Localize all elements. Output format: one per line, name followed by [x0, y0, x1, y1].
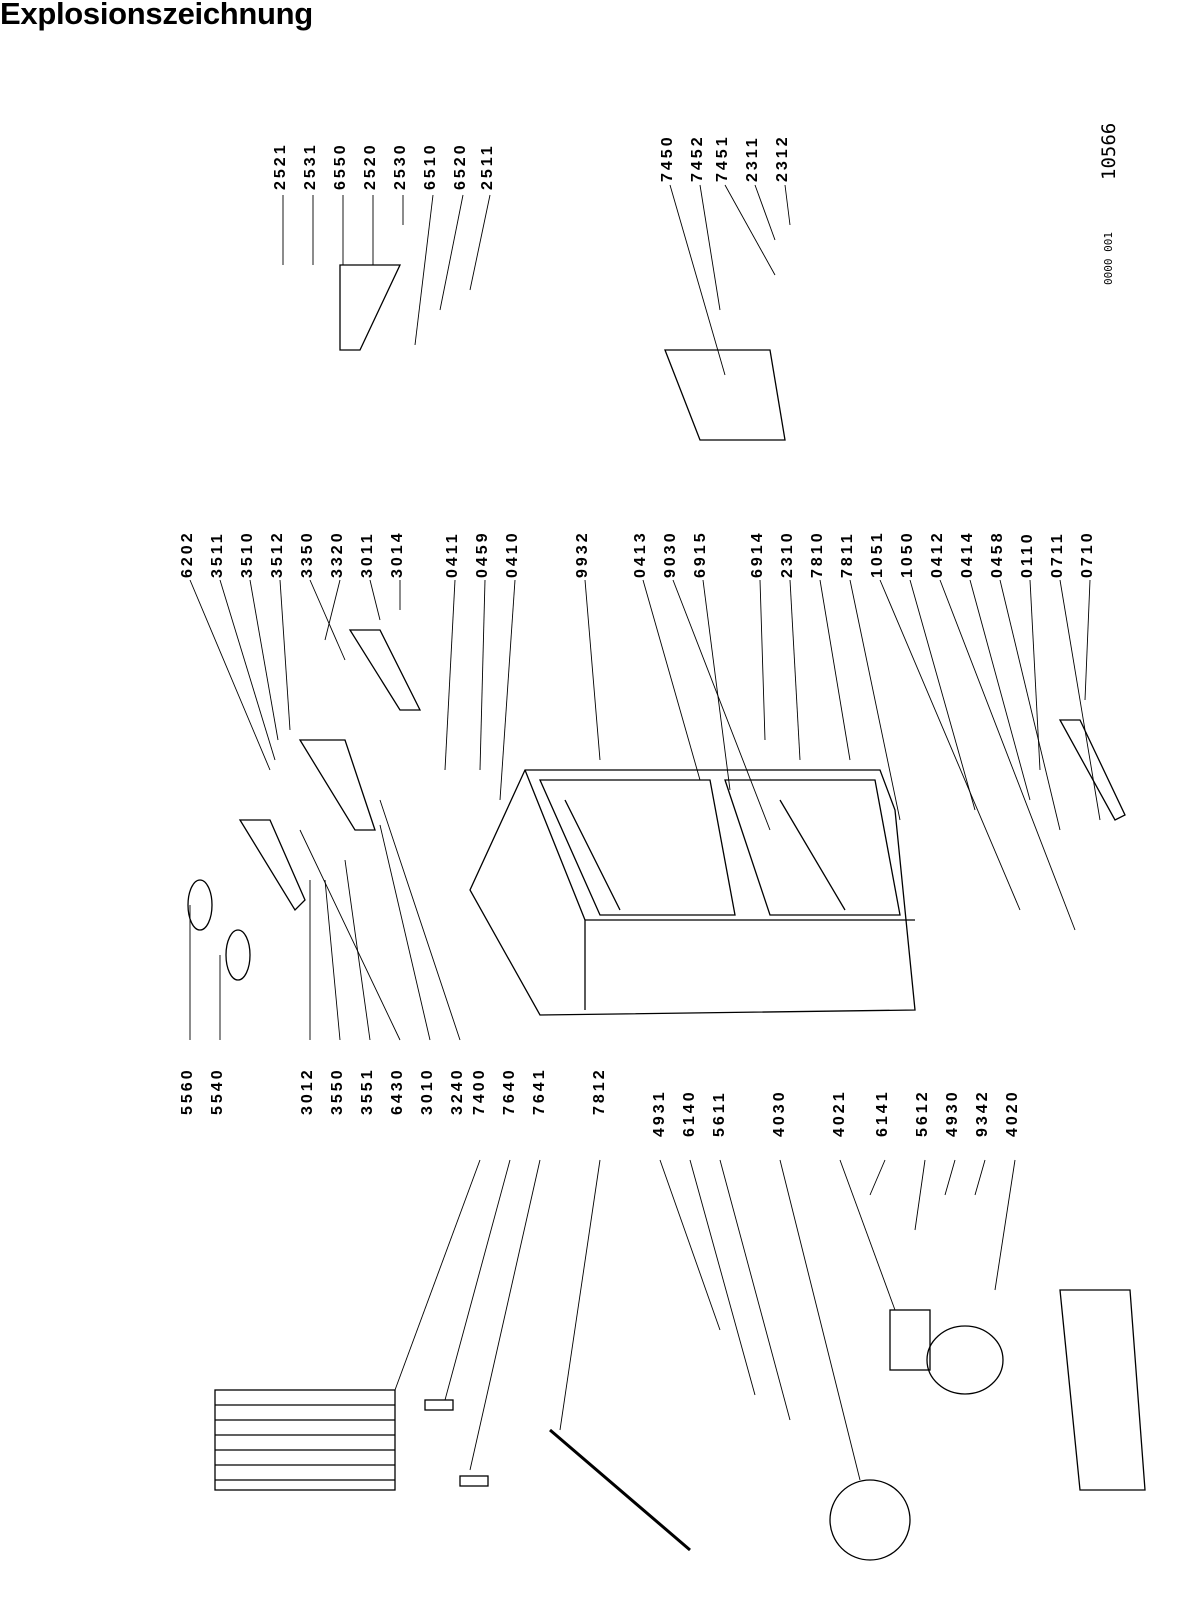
part-label: 4931	[651, 1089, 668, 1137]
drawing-number: 10566	[1098, 122, 1120, 180]
part-label: 6550	[332, 142, 349, 190]
page-title: Explosionszeichnung	[0, 0, 313, 31]
thermostat-housing	[339, 264, 402, 351]
part-label: 3350	[299, 530, 316, 578]
capillary-tube	[549, 1428, 691, 1552]
part-label: 2521	[272, 142, 289, 190]
dryer-filter	[459, 1475, 489, 1487]
hinge-spring	[187, 879, 213, 931]
part-label: 2511	[479, 143, 496, 190]
part-label: 6141	[874, 1089, 891, 1137]
compressor	[829, 1479, 911, 1561]
cabinet-body	[469, 769, 916, 1016]
part-label: 4030	[771, 1089, 788, 1137]
part-label: 3012	[299, 1067, 316, 1115]
part-label: 2530	[392, 142, 409, 190]
part-label: 9342	[974, 1089, 991, 1137]
light-housing	[348, 629, 422, 711]
part-label: 3510	[239, 530, 256, 578]
part-label: 7451	[714, 134, 731, 182]
part-label: 6914	[749, 530, 766, 578]
part-label: 3014	[389, 530, 406, 578]
part-label: 7640	[501, 1067, 518, 1115]
part-label: 7812	[591, 1067, 608, 1115]
part-label: 6915	[692, 530, 709, 578]
part-label: 2311	[744, 135, 761, 182]
part-label: 6430	[389, 1067, 406, 1115]
part-label: 7811	[839, 531, 856, 578]
part-label: 5560	[179, 1067, 196, 1115]
part-label: 9030	[662, 530, 679, 578]
part-label: 3010	[419, 1067, 436, 1115]
part-label: 0412	[929, 530, 946, 578]
part-label: 0458	[989, 530, 1006, 578]
part-label: 1050	[899, 530, 916, 578]
part-label: 0711	[1049, 531, 1066, 578]
part-label: 3551	[359, 1067, 376, 1115]
part-label: 3240	[449, 1067, 466, 1115]
part-label: 6510	[422, 142, 439, 190]
dryer-filter	[424, 1399, 454, 1411]
part-label: 6202	[179, 530, 196, 578]
part-label: 3512	[269, 530, 286, 578]
part-label: 2520	[362, 142, 379, 190]
part-label: 3011	[359, 531, 376, 578]
part-label: 5612	[914, 1089, 931, 1137]
part-label: 3550	[329, 1067, 346, 1115]
condenser-plate	[664, 349, 786, 441]
drawing-code: 0000 001	[1102, 232, 1115, 285]
part-label: 0110	[1019, 531, 1036, 578]
part-label: 5611	[711, 1090, 728, 1137]
part-label: 4020	[1004, 1089, 1021, 1137]
part-label: 0459	[474, 530, 491, 578]
lamp-cover	[238, 819, 306, 912]
part-label: 4930	[944, 1089, 961, 1137]
part-label: 0413	[632, 530, 649, 578]
part-label: 2312	[774, 134, 791, 182]
part-label: 2310	[779, 530, 796, 578]
part-label: 9932	[574, 530, 591, 578]
part-label: 0411	[444, 531, 461, 578]
part-label: 2531	[302, 142, 319, 190]
relay-box	[889, 1309, 931, 1371]
part-label: 7810	[809, 530, 826, 578]
part-label: 1051	[869, 530, 886, 578]
part-label: 4021	[831, 1089, 848, 1137]
base-plate	[1059, 1289, 1146, 1491]
evaporator-coil	[214, 1389, 396, 1491]
part-label: 0414	[959, 530, 976, 578]
part-label: 6520	[452, 142, 469, 190]
control-panel	[298, 739, 376, 831]
part-label: 7450	[659, 134, 676, 182]
part-label: 0710	[1079, 530, 1096, 578]
part-label: 7400	[471, 1067, 488, 1115]
part-label: 7452	[689, 134, 706, 182]
part-label: 0410	[504, 530, 521, 578]
part-label: 5540	[209, 1067, 226, 1115]
hinge-spring	[225, 929, 251, 981]
part-label: 7641	[531, 1067, 548, 1115]
compressor	[926, 1325, 1004, 1395]
part-label: 3320	[329, 530, 346, 578]
door-handle-strip	[1058, 719, 1126, 821]
part-label: 6140	[681, 1089, 698, 1137]
part-label: 3511	[209, 531, 226, 578]
